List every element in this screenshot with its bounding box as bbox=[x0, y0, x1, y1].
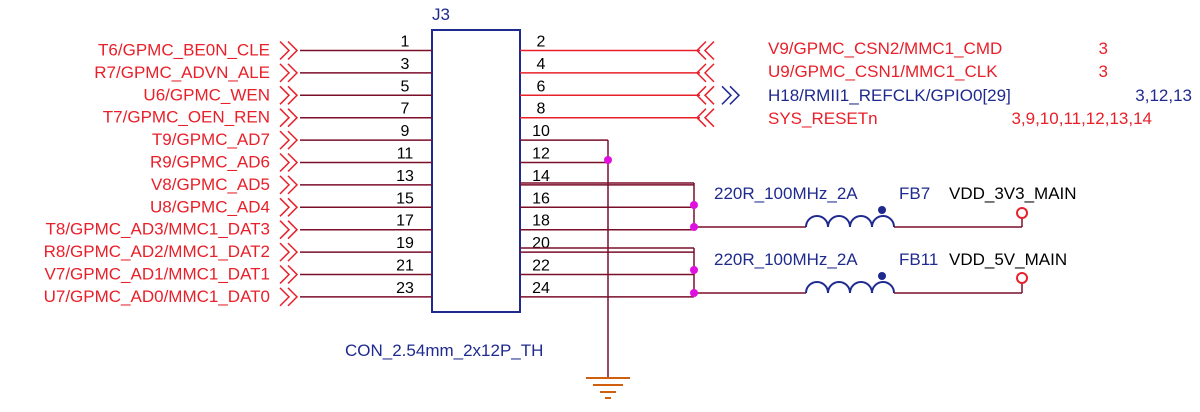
inductor-coil bbox=[805, 281, 895, 294]
off-page-connector-icon bbox=[279, 108, 299, 128]
left-net-label: T7/GPMC_OEN_REN bbox=[103, 108, 270, 127]
right-pin-number: 24 bbox=[532, 280, 550, 297]
right-pin-number: 22 bbox=[532, 258, 550, 275]
power-port-icon bbox=[1016, 207, 1028, 219]
off-page-connector-icon bbox=[279, 152, 299, 173]
left-pin-group: T6/GPMC_BE0N_CLE 1R7/GPMC_ADVN_ALE 3U6/GPM… bbox=[44, 34, 432, 307]
right-pin-number: 12 bbox=[532, 146, 550, 163]
left-net-label: R9/GPMC_AD6 bbox=[150, 153, 270, 172]
off-page-connector-icon bbox=[279, 220, 299, 240]
left-pin-number: 23 bbox=[396, 280, 414, 297]
off-page-connector-icon bbox=[279, 287, 299, 307]
right-net-label-3: H18/RMII1_REFCLK/GPIO0[29] bbox=[768, 86, 1011, 105]
right-net-refs-4: 3,9,10,11,12,13,14 bbox=[1011, 109, 1152, 128]
right-net-refs-2: 3 bbox=[1099, 62, 1108, 81]
inductor-coil bbox=[805, 215, 895, 228]
left-net-label: V8/GPMC_AD5 bbox=[151, 175, 270, 194]
left-pin-number: 13 bbox=[396, 168, 414, 185]
power-port-icon bbox=[1016, 272, 1028, 284]
left-pin-number: 17 bbox=[396, 213, 414, 230]
connector-body bbox=[431, 29, 521, 313]
off-page-connector-icon bbox=[279, 130, 299, 150]
ferrite-ref: FB11 bbox=[899, 250, 938, 269]
right-pin-number: 18 bbox=[532, 213, 550, 230]
left-net-label: T6/GPMC_BE0N_CLE bbox=[98, 41, 270, 60]
left-net-label: R7/GPMC_ADVN_ALE bbox=[94, 63, 270, 82]
left-net-label: V7/GPMC_AD1/MMC1_DAT1 bbox=[45, 265, 270, 284]
left-pin-number: 1 bbox=[401, 34, 410, 51]
right-pin-number: 2 bbox=[537, 34, 546, 51]
power-rail-label: VDD_5V_MAIN bbox=[949, 250, 1067, 269]
left-pin-number: 11 bbox=[397, 146, 414, 163]
left-pin-number: 7 bbox=[401, 101, 410, 118]
left-pin-number: 15 bbox=[396, 190, 414, 207]
connector-ref: J3 bbox=[432, 5, 450, 24]
right-net-labels: V9/GPMC_CSN2/MMC1_CMD 3 U9/GPMC_CSN1/MMC… bbox=[768, 39, 1192, 128]
left-net-label: U6/GPMC_WEN bbox=[143, 85, 270, 104]
left-pin-number: 21 bbox=[396, 258, 414, 275]
off-page-connector-icon bbox=[279, 175, 299, 195]
off-page-connector-icon bbox=[695, 85, 715, 105]
off-page-connector-icon bbox=[279, 85, 299, 105]
power-rail-label: VDD_3V3_MAIN bbox=[949, 184, 1077, 203]
right-net-label-2: U9/GPMC_CSN1/MMC1_CLK bbox=[768, 62, 998, 81]
off-page-connector-icon bbox=[279, 242, 299, 262]
ferrite-ref: FB7 bbox=[899, 184, 930, 203]
left-net-label: T9/GPMC_AD7 bbox=[152, 130, 270, 149]
off-page-connector-icon bbox=[279, 40, 299, 61]
junction-dot bbox=[604, 156, 612, 164]
right-net-label-1: V9/GPMC_CSN2/MMC1_CMD bbox=[768, 39, 1002, 58]
right-pin-number: 20 bbox=[532, 235, 550, 252]
off-page-connector-icon bbox=[279, 264, 299, 285]
right-pin-number: 10 bbox=[532, 123, 550, 140]
off-page-connector-icon bbox=[695, 40, 715, 61]
ferrite-value: 220R_100MHz_2A bbox=[714, 250, 858, 269]
left-pin-number: 9 bbox=[401, 123, 410, 140]
right-pin-number: 14 bbox=[532, 168, 550, 185]
ferrite-fb11: 220R_100MHz_2A FB11 VDD_5V_MAIN bbox=[520, 247, 1067, 297]
ferrite-fb7: 220R_100MHz_2A FB7 VDD_3V3_MAIN bbox=[520, 182, 1077, 231]
left-pin-number: 5 bbox=[401, 78, 410, 95]
right-pin-number: 8 bbox=[537, 101, 546, 118]
off-page-connector-icon bbox=[279, 63, 299, 83]
right-pin-number: 6 bbox=[537, 78, 546, 95]
connector-footprint: CON_2.54mm_2x12P_TH bbox=[345, 341, 543, 360]
off-page-connector-icon bbox=[695, 108, 715, 128]
right-net-refs-3: 3,12,13 bbox=[1135, 86, 1192, 105]
left-net-label: U8/GPMC_AD4 bbox=[150, 197, 270, 216]
ground-net bbox=[586, 156, 630, 399]
right-net-label-4: SYS_RESETn bbox=[768, 109, 878, 128]
left-net-label: T8/GPMC_AD3/MMC1_DAT3 bbox=[45, 220, 270, 239]
left-net-label: U7/GPMC_AD0/MMC1_DAT0 bbox=[44, 287, 270, 306]
right-pin-number: 4 bbox=[537, 56, 546, 73]
off-page-connector-icon bbox=[279, 197, 299, 217]
left-pin-number: 3 bbox=[401, 56, 410, 73]
ferrite-value: 220R_100MHz_2A bbox=[714, 184, 858, 203]
left-pin-number: 19 bbox=[396, 235, 414, 252]
bidirectional-port-icon bbox=[721, 85, 741, 105]
right-net-refs-1: 3 bbox=[1099, 39, 1108, 58]
off-page-connector-icon bbox=[695, 63, 715, 83]
left-net-label: R8/GPMC_AD2/MMC1_DAT2 bbox=[44, 242, 270, 261]
right-pin-number: 16 bbox=[532, 190, 550, 207]
